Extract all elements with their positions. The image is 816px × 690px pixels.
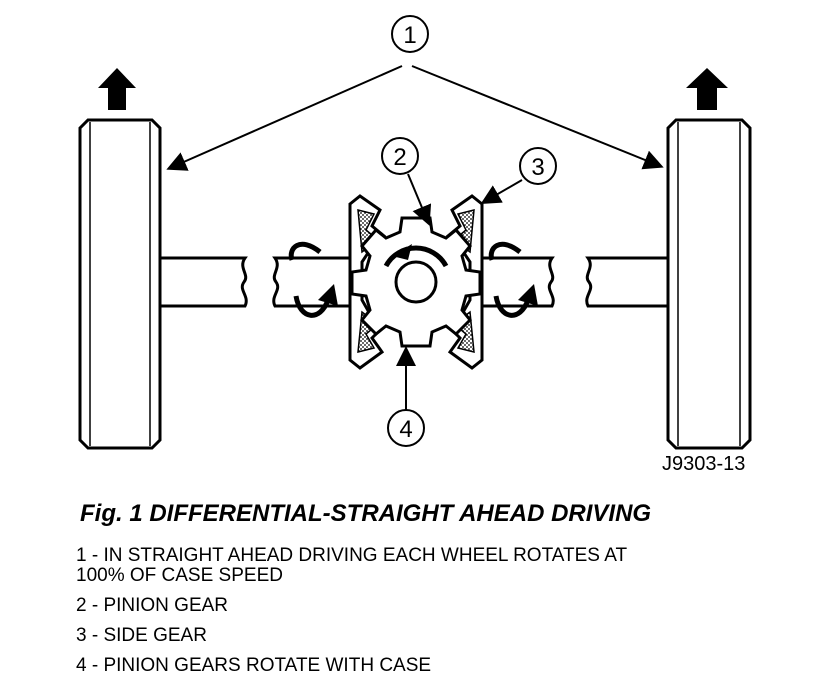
figure-caption: Fig. 1 DIFFERENTIAL-STRAIGHT AHEAD DRIVI… (80, 500, 652, 527)
legend-item-2: 2 - PINION GEAR (76, 595, 229, 616)
legend-item-1-line2: 100% OF CASE SPEED (76, 565, 283, 586)
callout-3-label: 3 (531, 154, 544, 181)
callout-4: 4 (387, 346, 425, 447)
legend-item: 2 - PINION GEAR (76, 596, 627, 616)
rotation-arrow-left-icon (288, 241, 338, 318)
callout-1: 1 (166, 15, 664, 171)
legend-item-4: 4 - PINION GEARS ROTATE WITH CASE (76, 655, 432, 676)
differential-diagram: 1 2 3 4 J9303-13 (78, 15, 752, 475)
legend-item: 4 - PINION GEARS ROTATE WITH CASE (76, 656, 627, 676)
left-axle-shaft (158, 256, 354, 308)
forward-arrow-right-icon (686, 68, 728, 110)
forward-arrow-left-icon (98, 68, 136, 110)
rotation-arrow-right-icon (488, 241, 538, 318)
legend-item: 3 - SIDE GEAR (76, 626, 627, 646)
callout-4-label: 4 (399, 416, 412, 443)
legend-item-3: 3 - SIDE GEAR (76, 625, 207, 646)
right-axle-shaft (476, 256, 670, 308)
callout-1-label: 1 (403, 22, 416, 49)
legend-item-1-line1: 1 - IN STRAIGHT AHEAD DRIVING EACH WHEEL… (76, 545, 628, 566)
pinion-gear (350, 216, 482, 348)
figure-id: J9303-13 (662, 453, 745, 475)
left-wheel (78, 118, 162, 450)
callout-2-label: 2 (393, 144, 406, 171)
legend-item: 1 - IN STRAIGHT AHEAD DRIVING EACH WHEEL… (76, 546, 627, 586)
callout-3: 3 (480, 147, 557, 205)
legend-list: 1 - IN STRAIGHT AHEAD DRIVING EACH WHEEL… (76, 546, 627, 686)
right-wheel (666, 118, 752, 450)
callout-2: 2 (381, 137, 432, 226)
